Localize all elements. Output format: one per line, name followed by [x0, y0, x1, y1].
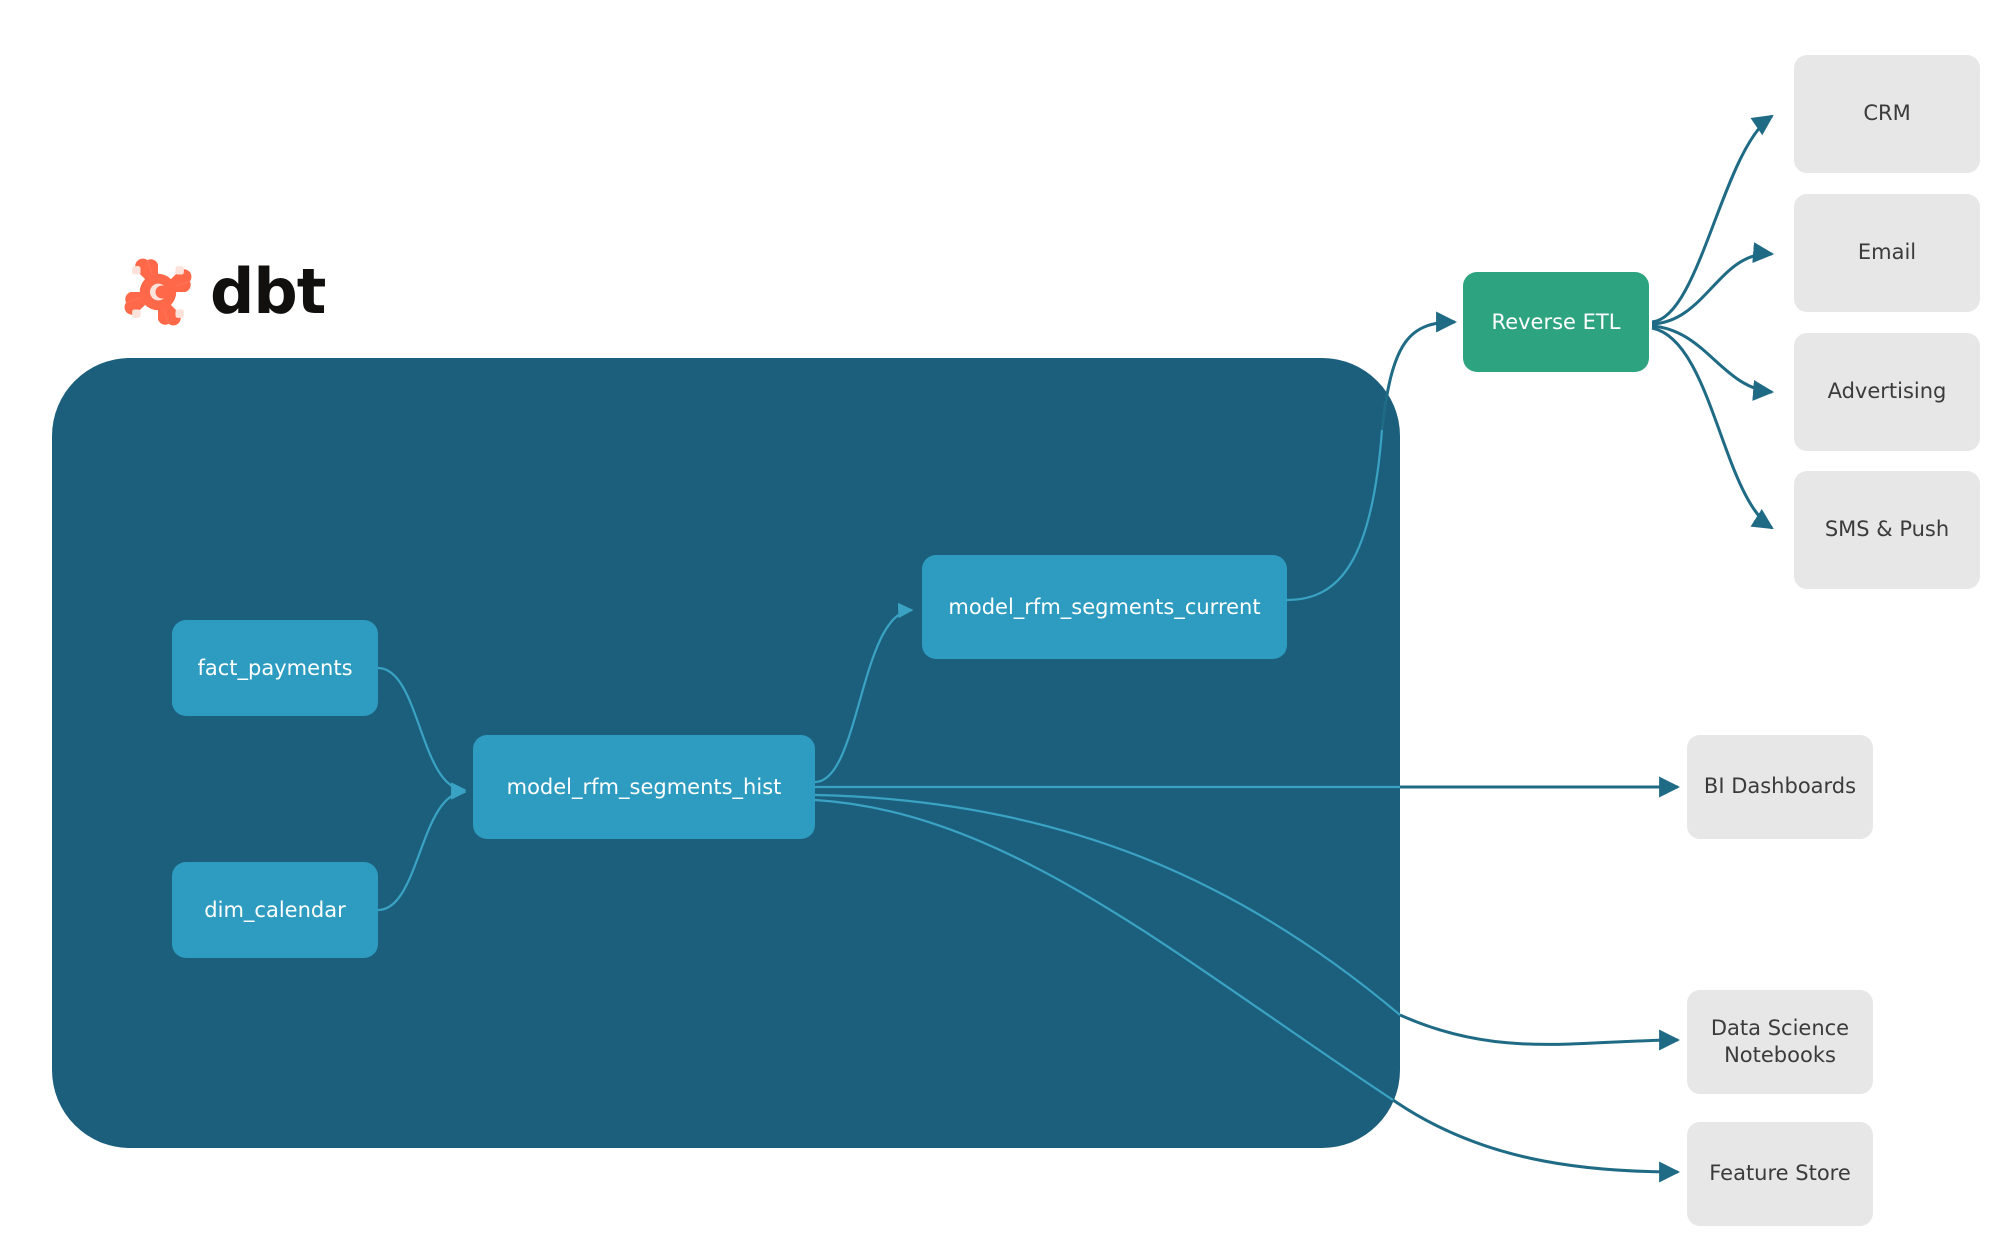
- destination-node-bi-dashboards[interactable]: BI Dashboards: [1687, 735, 1873, 839]
- destination-node-label: Advertising: [1827, 379, 1947, 404]
- destination-node-label: SMS & Push: [1824, 517, 1950, 542]
- edge-hist-to-feature-store: [1392, 1098, 1681, 1183]
- destination-node-label: CRM: [1863, 101, 1911, 126]
- dbt-logo-icon: [124, 258, 192, 326]
- node-reverse-etl-label: Reverse ETL: [1491, 310, 1621, 334]
- model-node-label: model_rfm_segments_hist: [506, 775, 782, 799]
- destination-node-label: BI Dashboards: [1703, 774, 1857, 799]
- destination-node-label-line2: Notebooks: [1724, 1043, 1836, 1067]
- edge-reverse-etl-to-advertising: [1651, 324, 1775, 401]
- destination-node-advertising[interactable]: Advertising: [1794, 333, 1980, 451]
- destination-node-label: Email: [1857, 240, 1917, 265]
- destination-node-label-line1: Data Science: [1710, 1015, 1850, 1040]
- edge-reverse-etl-to-crm: [1651, 114, 1774, 324]
- destination-node-label: Feature Store: [1709, 1161, 1851, 1186]
- model-node-label: fact_payments: [197, 656, 353, 680]
- model-node-dim-calendar[interactable]: dim_calendar: [172, 862, 378, 958]
- destination-node-sms-push[interactable]: SMS & Push: [1794, 471, 1980, 589]
- node-reverse-etl[interactable]: Reverse ETL: [1463, 272, 1649, 372]
- destination-node-feature-store[interactable]: Feature Store: [1687, 1122, 1873, 1226]
- destination-node-data-science-notebooks[interactable]: Data Science Notebooks: [1687, 990, 1873, 1094]
- dbt-logo: dbt: [120, 252, 340, 332]
- edge-reverse-etl-to-email: [1651, 242, 1775, 326]
- destination-node-crm[interactable]: CRM: [1794, 55, 1980, 173]
- model-node-model-rfm-segments-hist[interactable]: model_rfm_segments_hist: [473, 735, 815, 839]
- model-node-model-rfm-segments-current[interactable]: model_rfm_segments_current: [922, 555, 1287, 659]
- destination-node-email[interactable]: Email: [1794, 194, 1980, 312]
- model-node-label: model_rfm_segments_current: [948, 595, 1261, 619]
- model-node-label: dim_calendar: [204, 898, 346, 922]
- model-node-fact-payments[interactable]: fact_payments: [172, 620, 378, 716]
- edge-reverse-etl-to-sms-push: [1651, 326, 1774, 530]
- dbt-wordmark: dbt: [210, 255, 326, 328]
- edge-hist-to-notebooks: [1399, 1013, 1681, 1051]
